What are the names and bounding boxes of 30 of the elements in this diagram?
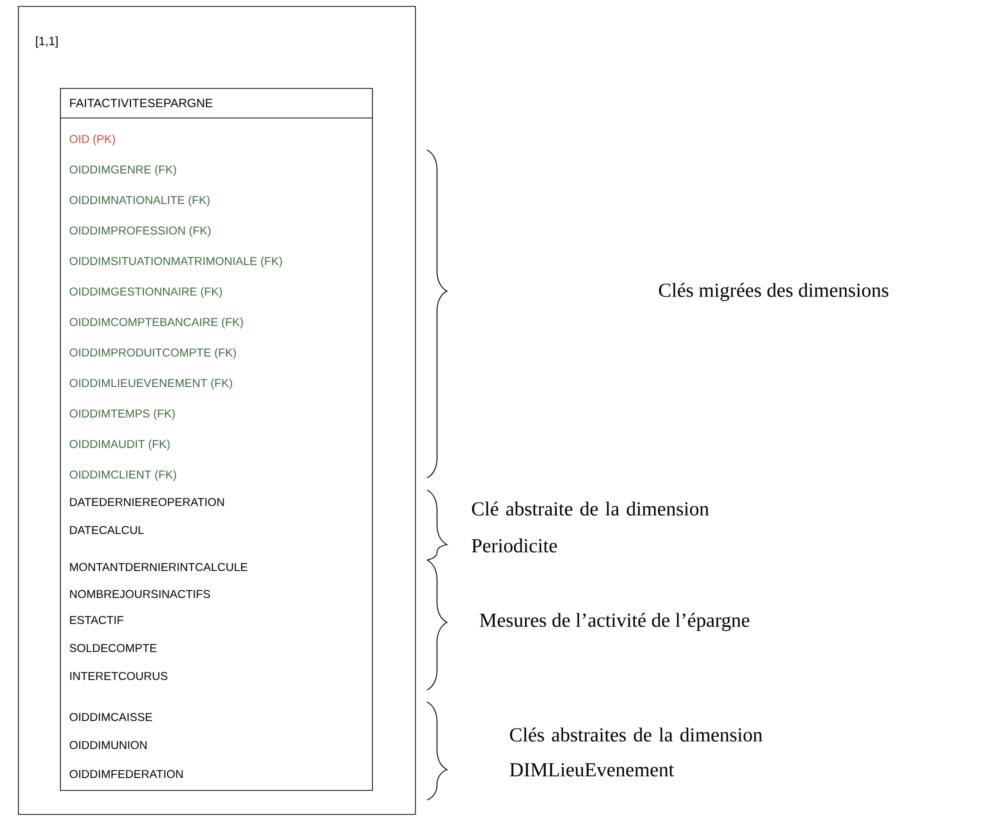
table-header: FAITACTIVITESEPARGNE bbox=[70, 98, 212, 108]
column-name: OIDDIMPRODUITCOMPTE (FK) bbox=[70, 348, 236, 359]
column-name: OIDDIMCAISSE bbox=[70, 712, 152, 722]
column-name: INTERETCOURUS bbox=[70, 672, 168, 680]
annotation: Clé abstraite de la dimension Periodicite bbox=[472, 502, 709, 552]
frame-box bbox=[18, 6, 416, 815]
cardinality-label: [1,1] bbox=[36, 36, 58, 48]
column-name: MONTANTDERNIERINTCALCULE bbox=[70, 562, 248, 572]
column-name: OIDDIMSITUATIONMATRIMONIALE (FK) bbox=[70, 256, 282, 268]
column-name: ESTACTIF bbox=[70, 616, 124, 624]
annotation: Clés abstraites de la dimension DIMLieuEvenement bbox=[510, 728, 762, 776]
column-name: OIDDIMFEDERATION bbox=[70, 770, 183, 778]
column-name: DATEDERNIEREOPERATION bbox=[70, 498, 224, 506]
annotation: Clés migrées des dimensions bbox=[659, 282, 888, 302]
column-name: OIDDIMCLIENT (FK) bbox=[70, 470, 176, 481]
column-name: OIDDIMUNION bbox=[70, 740, 147, 750]
column-name: OIDDIMTEMPS (FK) bbox=[70, 409, 175, 420]
column-name: OIDDIMAUDIT (FK) bbox=[70, 440, 170, 450]
table-box bbox=[60, 88, 373, 791]
column-name: NOMBREJOURSINACTIFS bbox=[70, 590, 210, 598]
column-name: OIDDIMCOMPTEBANCAIRE (FK) bbox=[70, 318, 243, 328]
annotation: Mesures de l’activité de l’épargne bbox=[480, 612, 750, 632]
column-name: OID (PK) bbox=[70, 134, 115, 146]
column-name: OIDDIMPROFESSION (FK) bbox=[70, 226, 210, 237]
column-name: OIDDIMLIEUEVENEMENT (FK) bbox=[70, 378, 232, 390]
column-name: SOLDECOMPTE bbox=[70, 644, 157, 652]
column-name: OIDDIMNATIONALITE (FK) bbox=[70, 196, 210, 206]
column-name: DATECALCUL bbox=[70, 526, 144, 534]
column-name: OIDDIMGESTIONNAIRE (FK) bbox=[70, 287, 222, 298]
column-name: OIDDIMGENRE (FK) bbox=[70, 165, 176, 176]
